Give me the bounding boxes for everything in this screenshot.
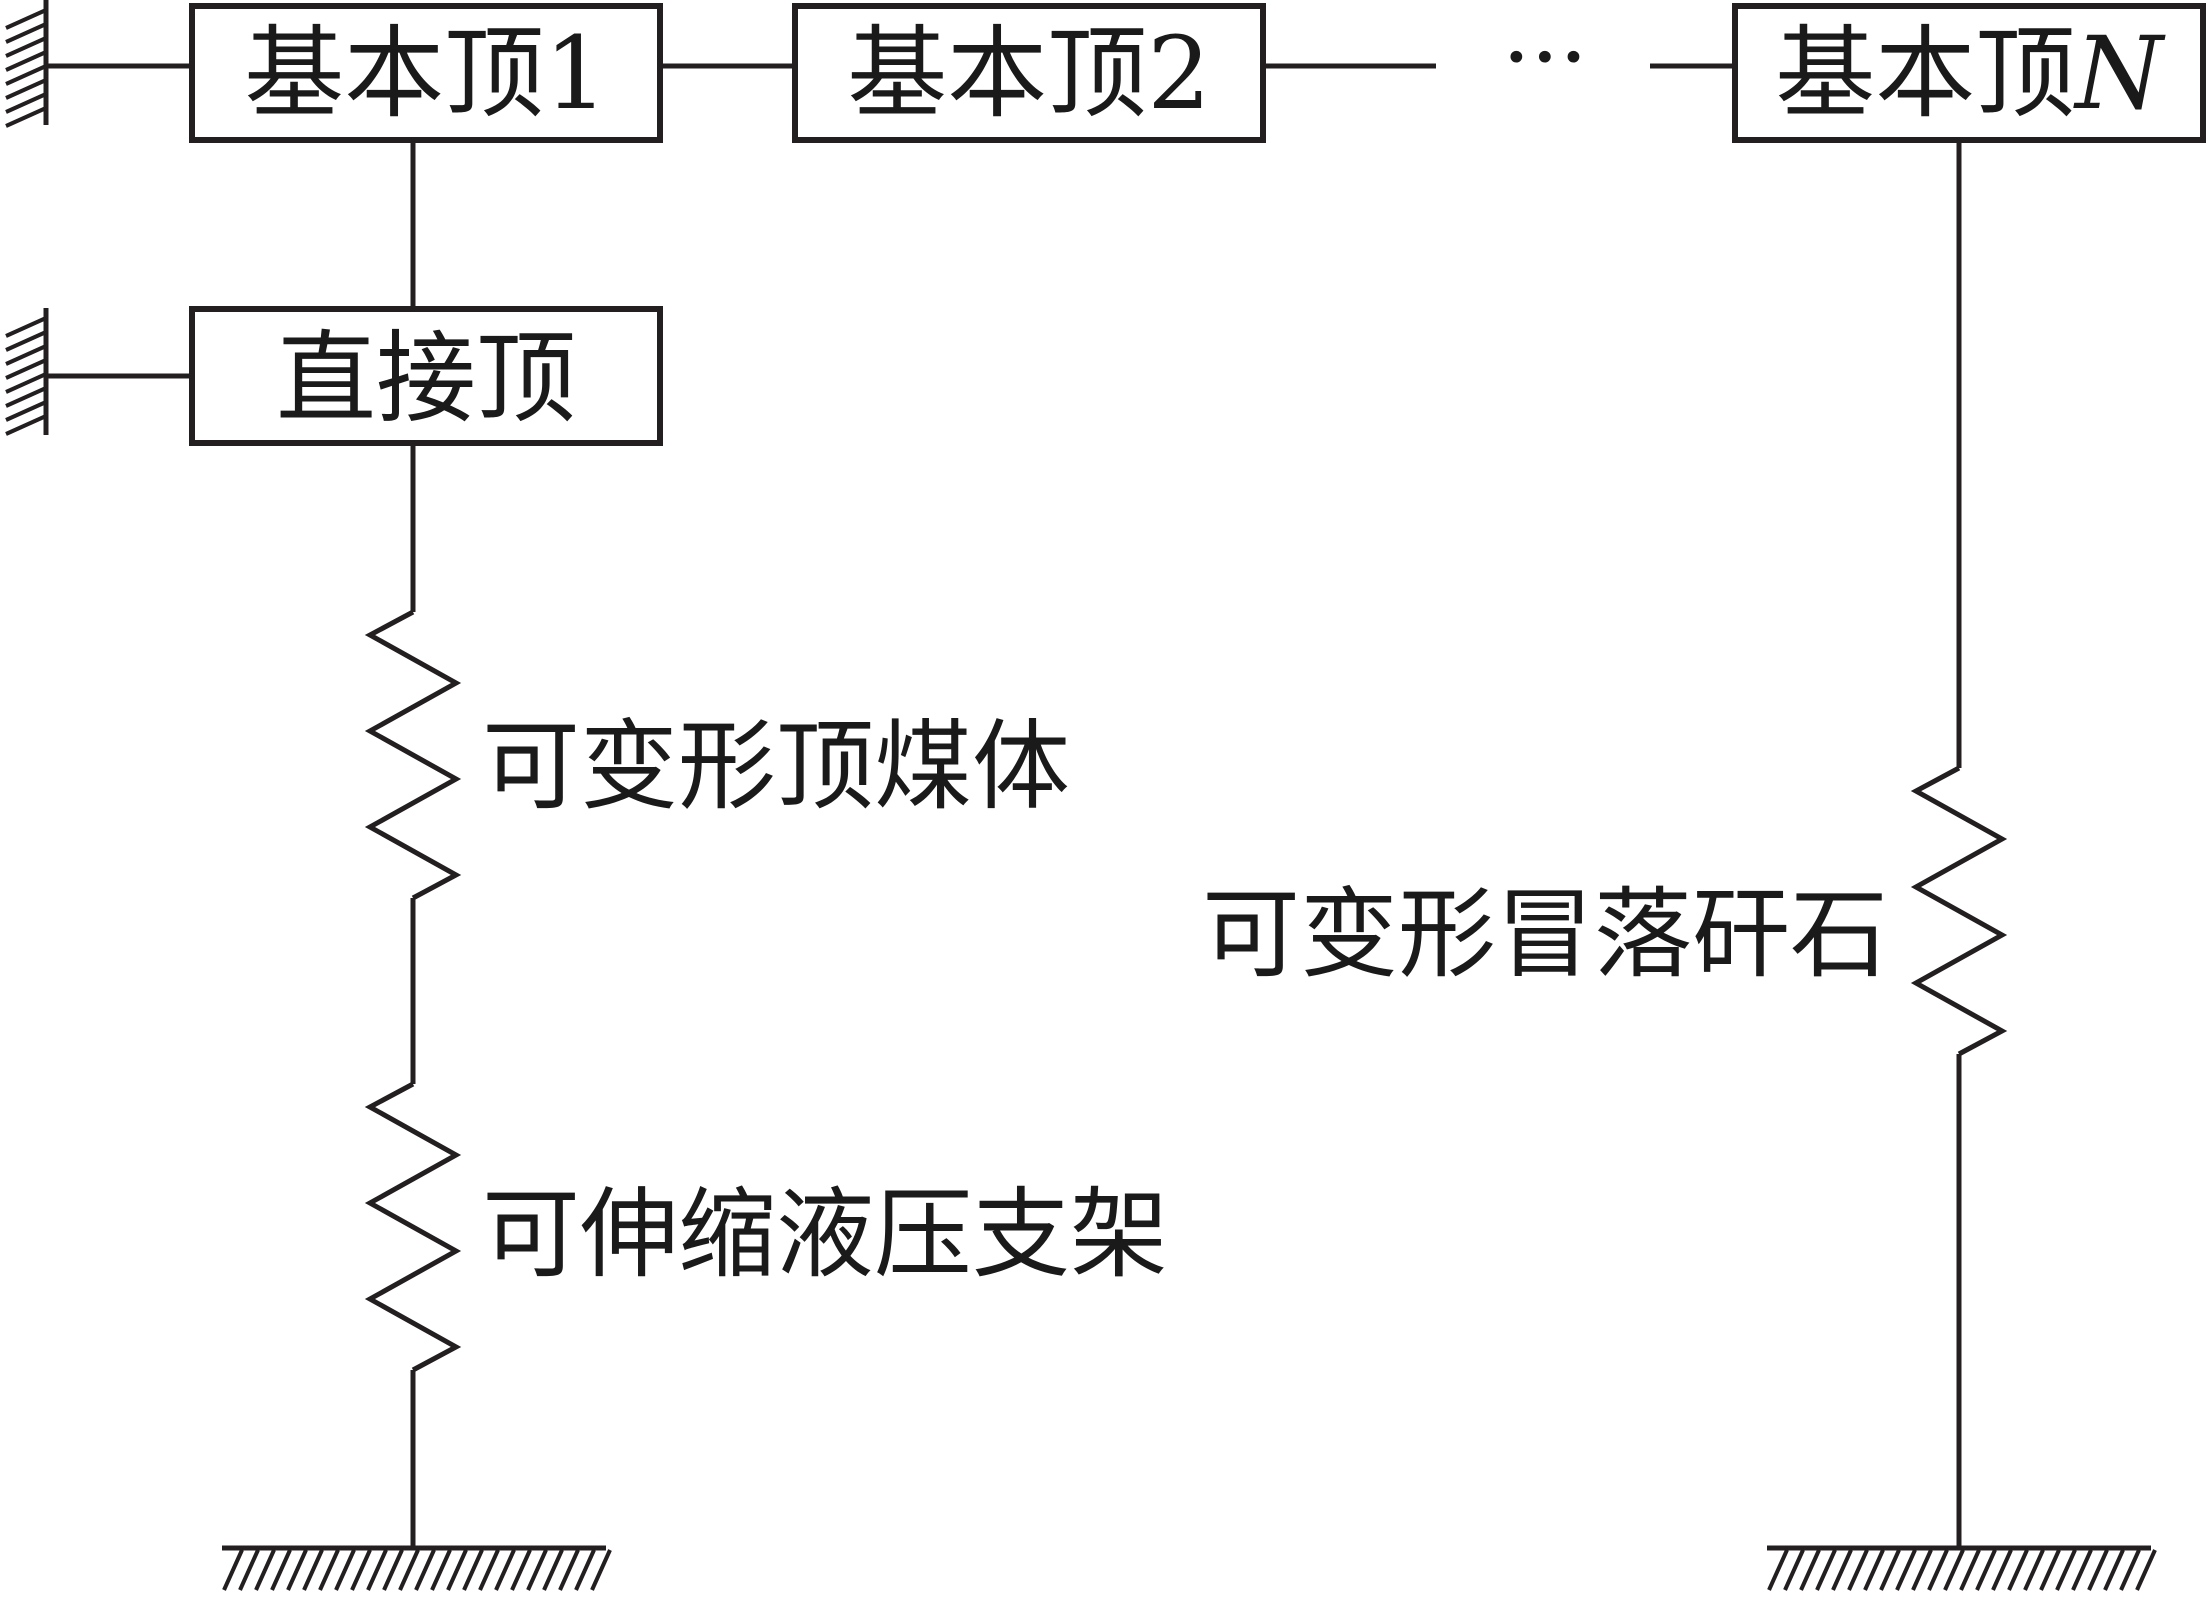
hatch-mark <box>590 1549 612 1591</box>
hatch-mark <box>574 1549 596 1591</box>
left-spring-chain <box>364 443 462 1548</box>
hatch-mark <box>5 78 47 100</box>
hatch-mark <box>2087 1549 2109 1591</box>
hatch-mark <box>542 1549 564 1591</box>
hydraulic-support-label: 可伸缩液压支架 <box>482 1178 1168 1292</box>
hatch-mark <box>5 330 47 352</box>
svg-text:基本顶2: 基本顶2 <box>847 15 1211 132</box>
hatch-mark <box>2007 1549 2029 1591</box>
hatch-mark <box>382 1549 404 1591</box>
hatch-mark <box>1831 1549 1853 1591</box>
svg-text:基本顶1: 基本顶1 <box>244 15 608 132</box>
hatch-mark <box>254 1549 276 1591</box>
hatch-mark <box>366 1549 388 1591</box>
hatch-mark <box>5 386 47 408</box>
hatch-mark <box>2103 1549 2125 1591</box>
svg-text:基本顶N: 基本顶N <box>1775 15 2166 132</box>
hatch-mark <box>2119 1549 2141 1591</box>
hatch-mark <box>5 22 47 44</box>
hatch-mark <box>1895 1549 1917 1591</box>
fixed-wall-middle <box>5 308 192 436</box>
hatch-mark <box>1783 1549 1805 1591</box>
hatch-mark <box>494 1549 516 1591</box>
hatch-mark <box>1767 1549 1789 1591</box>
hatch-mark <box>1975 1549 1997 1591</box>
hatch-mark <box>462 1549 484 1591</box>
hatch-mark <box>446 1549 468 1591</box>
hatch-mark <box>526 1549 548 1591</box>
hatch-mark <box>222 1549 244 1591</box>
hatch-mark <box>318 1549 340 1591</box>
hatch-mark <box>2135 1549 2157 1591</box>
hatch-mark <box>1799 1549 1821 1591</box>
ground-right <box>1767 1545 2157 1591</box>
hatch-mark <box>5 8 47 30</box>
hatch-mark <box>478 1549 500 1591</box>
hatch-mark <box>2055 1549 2077 1591</box>
hatch-mark <box>1911 1549 1933 1591</box>
basic-roof-1-box: 基本顶1 <box>189 3 663 143</box>
hatch-mark <box>2071 1549 2093 1591</box>
hatch-mark <box>1879 1549 1901 1591</box>
basic-roof-2-box: 基本顶2 <box>792 3 1266 143</box>
hatch-mark <box>5 344 47 366</box>
deformable-top-coal-label: 可变形顶煤体 <box>482 710 1070 824</box>
hydraulic-support-spring <box>364 1081 462 1373</box>
hatch-mark <box>430 1549 452 1591</box>
basic-roof-2-index: 2 <box>1147 15 1211 132</box>
basic-roof-n-box: 基本顶N <box>1732 3 2206 143</box>
hatch-mark <box>350 1549 372 1591</box>
hatch-mark <box>1943 1549 1965 1591</box>
basic-roof-n-index: N <box>2073 15 2166 132</box>
hatch-mark <box>1863 1549 1885 1591</box>
hatch-mark <box>398 1549 420 1591</box>
hatch-mark <box>1959 1549 1981 1591</box>
ellipsis: ··· <box>1502 5 1588 110</box>
hatch-mark <box>286 1549 308 1591</box>
hatch-mark <box>1927 1549 1949 1591</box>
hatch-mark <box>414 1549 436 1591</box>
immediate-roof-box: 直接顶 <box>189 306 663 446</box>
hatch-mark <box>302 1549 324 1591</box>
hatch-mark <box>334 1549 356 1591</box>
deformable-caved-gangue-label: 可变形冒落矸石 <box>1202 878 1888 992</box>
hatch-mark <box>5 106 47 128</box>
top-coal-spring <box>364 609 462 901</box>
hatch-mark <box>5 414 47 436</box>
immediate-roof-label: 直接顶 <box>276 320 576 437</box>
hatch-mark <box>5 36 47 58</box>
hatch-mark <box>238 1549 260 1591</box>
hatch-mark <box>2039 1549 2061 1591</box>
hatch-mark <box>5 92 47 114</box>
hatch-mark <box>558 1549 580 1591</box>
basic-roof-1-index: 1 <box>544 15 608 132</box>
basic-roof-2-label: 基本顶 <box>847 15 1147 132</box>
caved-gangue-spring <box>1910 765 2008 1057</box>
hatch-mark <box>5 358 47 380</box>
ground-left <box>222 1545 612 1591</box>
basic-roof-n-label: 基本顶 <box>1775 15 2075 132</box>
right-spring-chain <box>1910 140 2008 1548</box>
fixed-wall-top <box>5 0 192 128</box>
hatch-mark <box>5 400 47 422</box>
hatch-mark <box>5 316 47 338</box>
basic-roof-1-label: 基本顶 <box>244 15 544 132</box>
hatch-mark <box>510 1549 532 1591</box>
hatch-mark <box>270 1549 292 1591</box>
hatch-mark <box>1815 1549 1837 1591</box>
hatch-mark <box>5 372 47 394</box>
hatch-mark <box>5 50 47 72</box>
hatch-mark <box>2023 1549 2045 1591</box>
hatch-mark <box>5 64 47 86</box>
hatch-mark <box>1847 1549 1869 1591</box>
hatch-mark <box>1991 1549 2013 1591</box>
